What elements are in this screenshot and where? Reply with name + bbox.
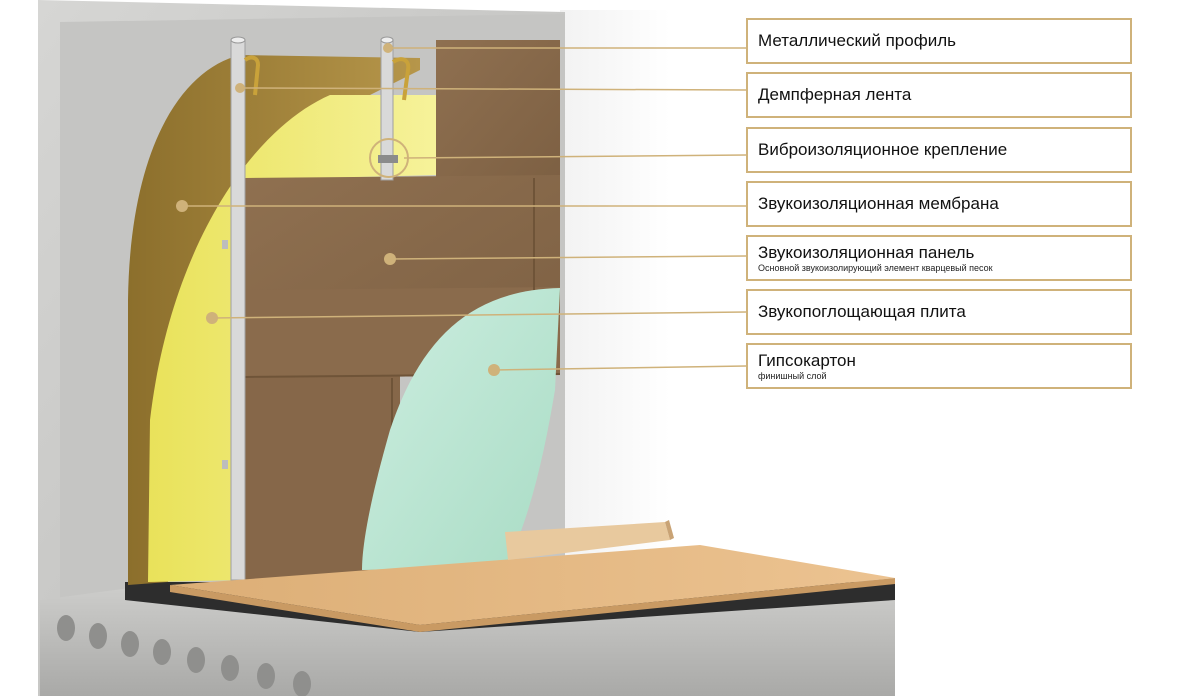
upper-panel bbox=[436, 40, 560, 180]
leader-markers bbox=[176, 43, 500, 376]
callout-title: Звукопоглощающая плита bbox=[758, 302, 966, 321]
callout-title: Гипсокартон bbox=[758, 350, 856, 370]
callout-title: Виброизоляционное крепление bbox=[758, 140, 1008, 159]
callout-title: Металлический профиль bbox=[758, 31, 956, 50]
callout-title: Звукоизоляционная панель bbox=[758, 242, 975, 262]
callout-damper-tape: Демпферная лента bbox=[746, 72, 1132, 118]
callout-absorbing-board: Звукопоглощающая плита bbox=[746, 289, 1132, 335]
callout-sound-membrane: Звукоизоляционная мембрана bbox=[746, 181, 1132, 227]
slab-holes bbox=[57, 615, 311, 696]
callout-vibration-mount: Виброизоляционное крепление bbox=[746, 127, 1132, 173]
callout-title: Демпферная лента bbox=[758, 85, 912, 104]
callout-subtitle: Основной звукоизолирующий элемент кварце… bbox=[758, 262, 993, 273]
callout-title: Звукоизоляционная мембрана bbox=[758, 194, 999, 213]
metal-profile-left bbox=[222, 36, 261, 581]
baseboard bbox=[505, 522, 670, 560]
floor-finish bbox=[170, 545, 895, 625]
floor-edge bbox=[170, 578, 895, 632]
vibro-mount-highlight bbox=[369, 138, 409, 178]
baseboard-end bbox=[665, 520, 674, 540]
callout-metal-profile: Металлический профиль bbox=[746, 18, 1132, 64]
back-wall bbox=[560, 10, 670, 570]
callout-drywall: Гипсокартон финишный слой bbox=[746, 343, 1132, 389]
drywall-layer bbox=[362, 288, 560, 570]
soundproof-panel-lower bbox=[245, 374, 400, 580]
insulation-layer bbox=[148, 95, 436, 582]
membrane-layer bbox=[128, 55, 420, 585]
callout-subtitle: финишный слой bbox=[758, 370, 827, 381]
callout-sound-panel: Звукоизоляционная панель Основной звукои… bbox=[746, 235, 1132, 281]
leader-lines bbox=[182, 47, 747, 371]
metal-profile-right bbox=[378, 36, 411, 181]
